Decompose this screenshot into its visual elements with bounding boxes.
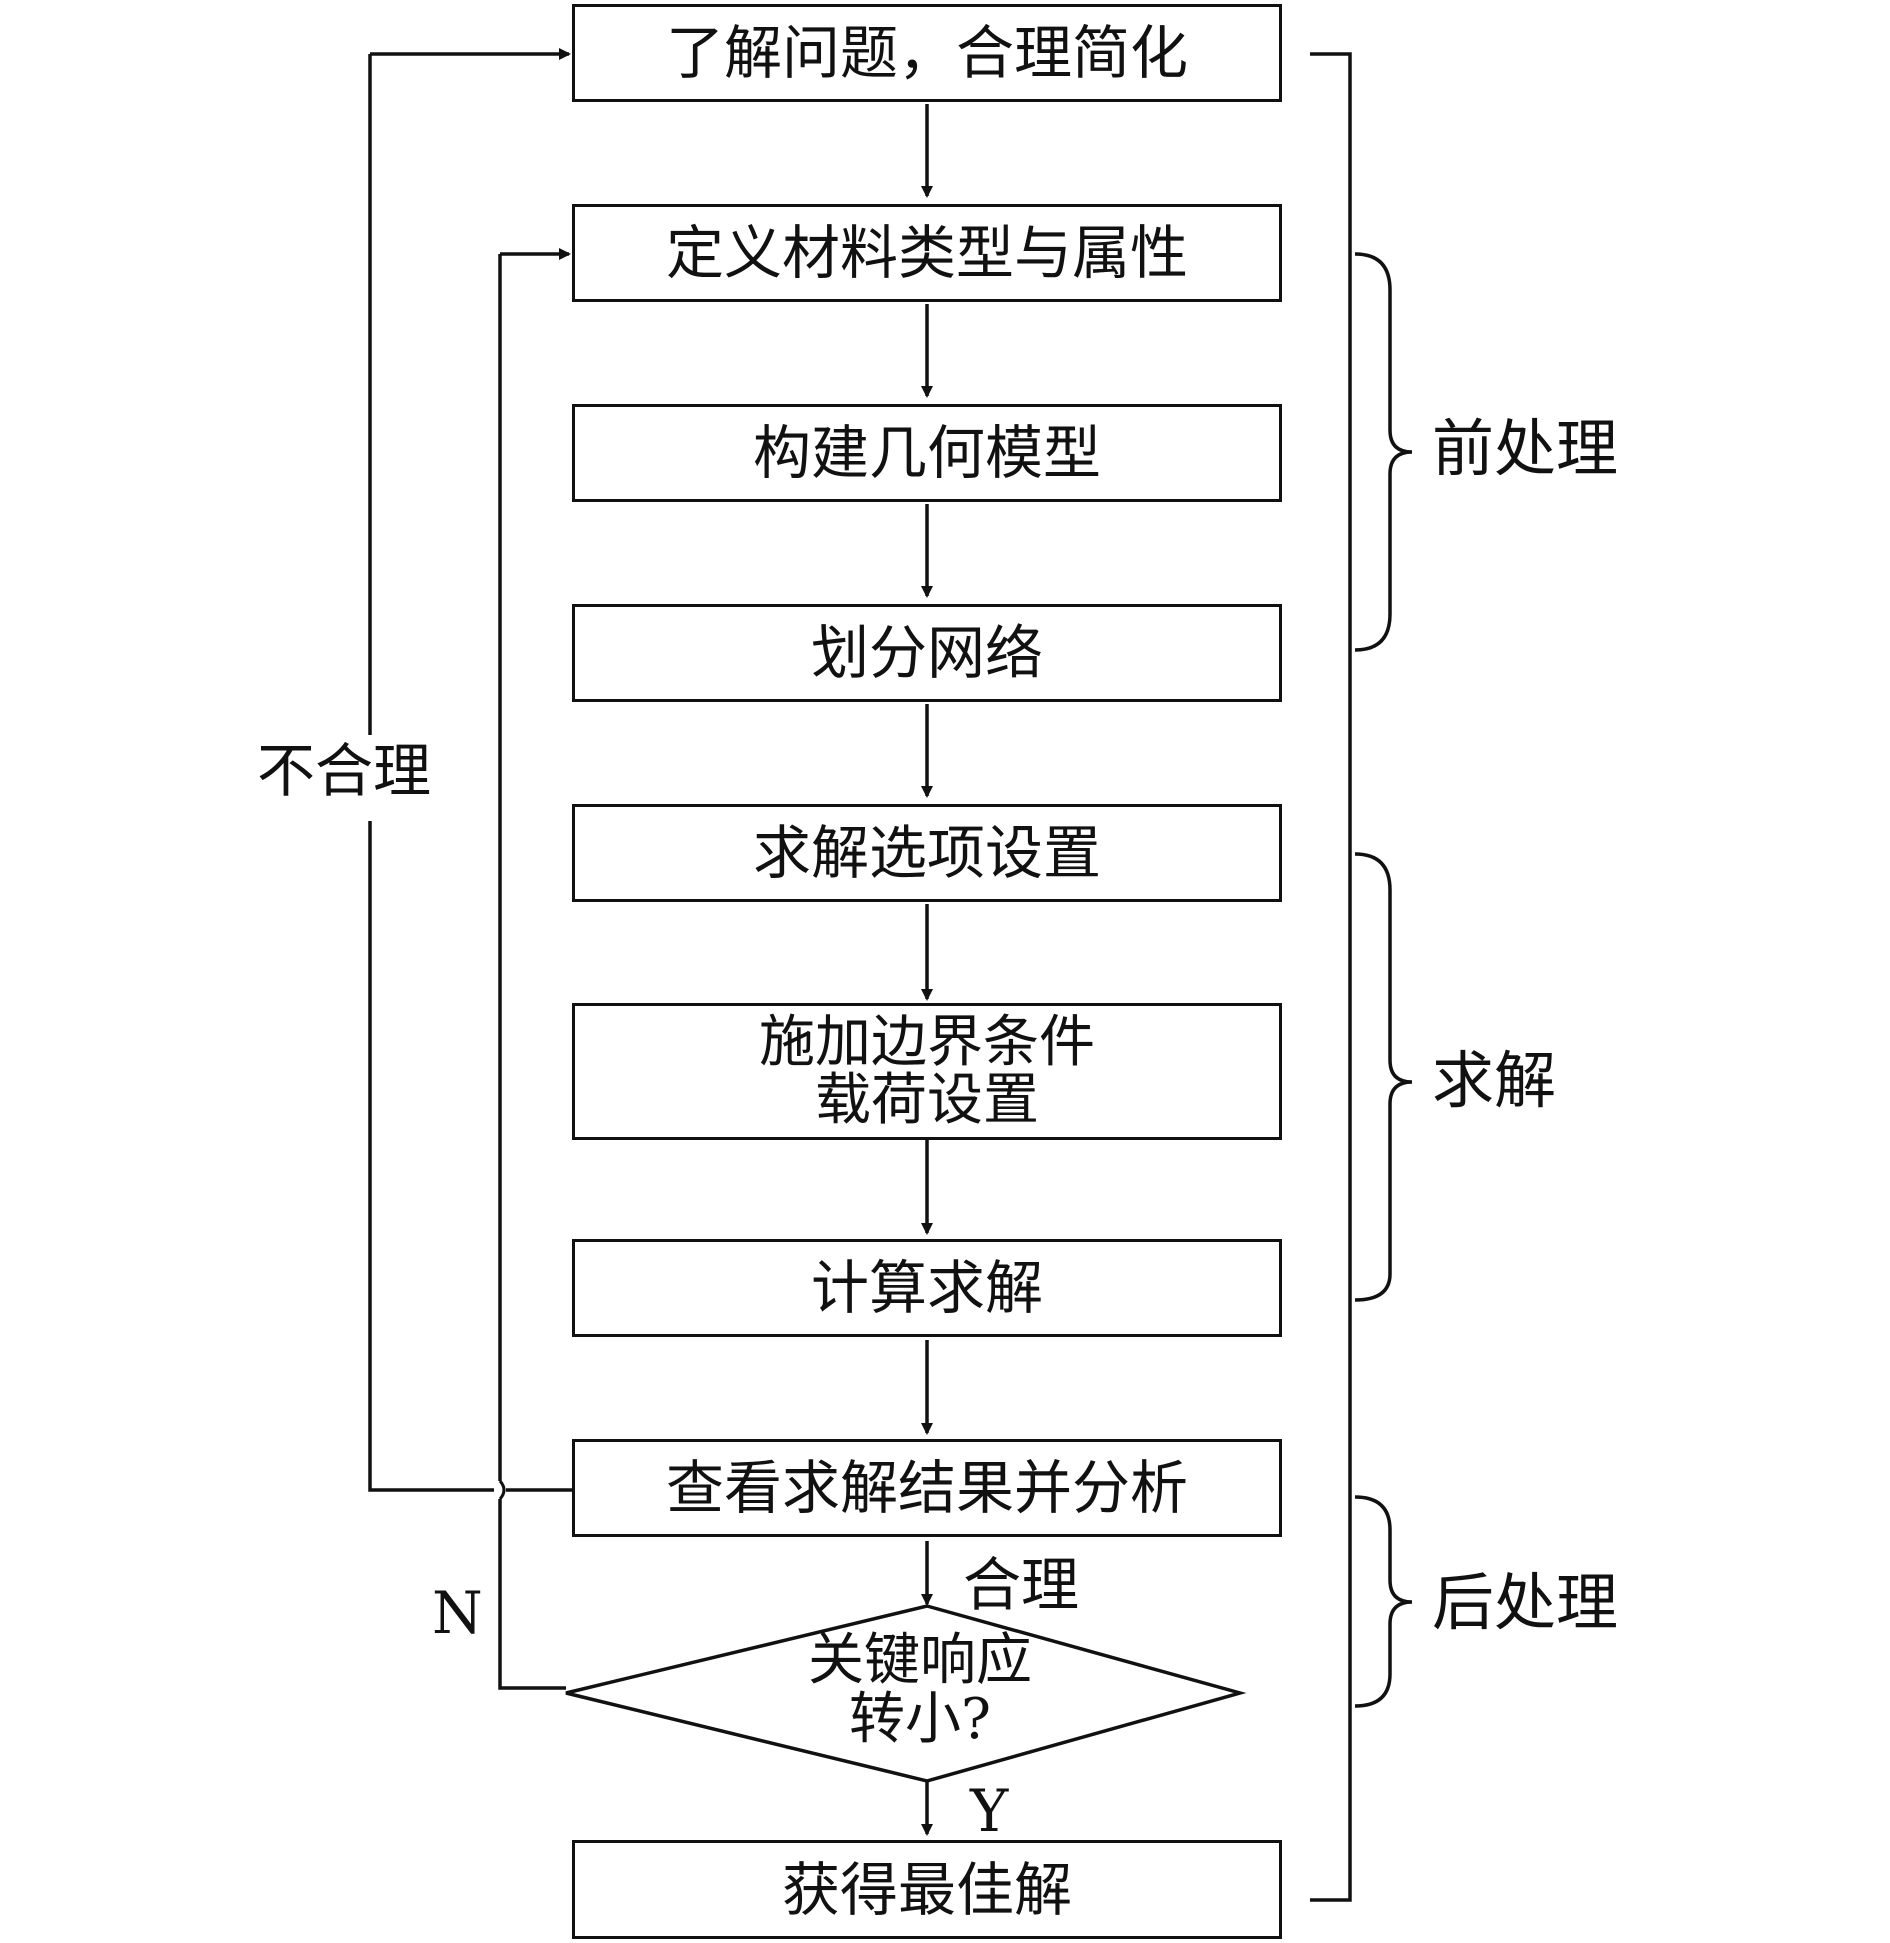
edge-label-no: N (432, 1579, 483, 1647)
brace-pre (1354, 252, 1413, 652)
decision-diamond (565, 1604, 1247, 1783)
edge-label-unreasonable: 不合理 (257, 737, 432, 805)
step-label: 构建几何模型 (752, 419, 1101, 487)
step-best-solution: 获得最佳解 (572, 1840, 1282, 1939)
decision-label: 关键响应 转小? (700, 1628, 1140, 1752)
crossing-hop (498, 1480, 506, 1500)
step-boundary-loads: 施加边界条件 载荷设置 (572, 1003, 1282, 1140)
phase-label-post: 后处理 (1432, 1566, 1619, 1639)
step-mesh: 划分网络 (572, 604, 1282, 702)
decision-line1: 关键响应 (808, 1628, 1032, 1693)
step-label: 查看求解结果并分析 (665, 1454, 1188, 1522)
brace-post (1354, 1495, 1413, 1708)
overall-bracket (1310, 52, 1352, 1902)
step-build-geometry: 构建几何模型 (572, 404, 1282, 502)
step-view-analyze: 查看求解结果并分析 (572, 1439, 1282, 1537)
phase-label-pre: 前处理 (1432, 412, 1619, 485)
step-label: 了解问题，合理简化 (665, 19, 1188, 87)
decision-line2: 转小? (848, 1686, 992, 1752)
brace-solve (1354, 852, 1413, 1302)
step-label: 获得最佳解 (781, 1855, 1072, 1924)
step-understand-simplify: 了解问题，合理简化 (572, 4, 1282, 102)
step-label: 划分网络 (810, 619, 1043, 687)
edge-label-yes: Y (970, 1777, 1009, 1845)
loop-no-line (498, 254, 566, 1690)
step-label: 定义材料类型与属性 (665, 219, 1188, 287)
step-label-line2: 载荷设置 (815, 1067, 1039, 1133)
step-solver-options: 求解选项设置 (572, 804, 1282, 902)
step-label-line1: 施加边界条件 (759, 1010, 1095, 1076)
step-define-material: 定义材料类型与属性 (572, 204, 1282, 302)
step-label: 求解选项设置 (752, 819, 1101, 887)
phase-label-solve: 求解 (1432, 1044, 1557, 1117)
step-compute-solve: 计算求解 (572, 1239, 1282, 1337)
step-label: 计算求解 (810, 1254, 1043, 1322)
edge-label-reasonable: 合理 (963, 1551, 1080, 1619)
